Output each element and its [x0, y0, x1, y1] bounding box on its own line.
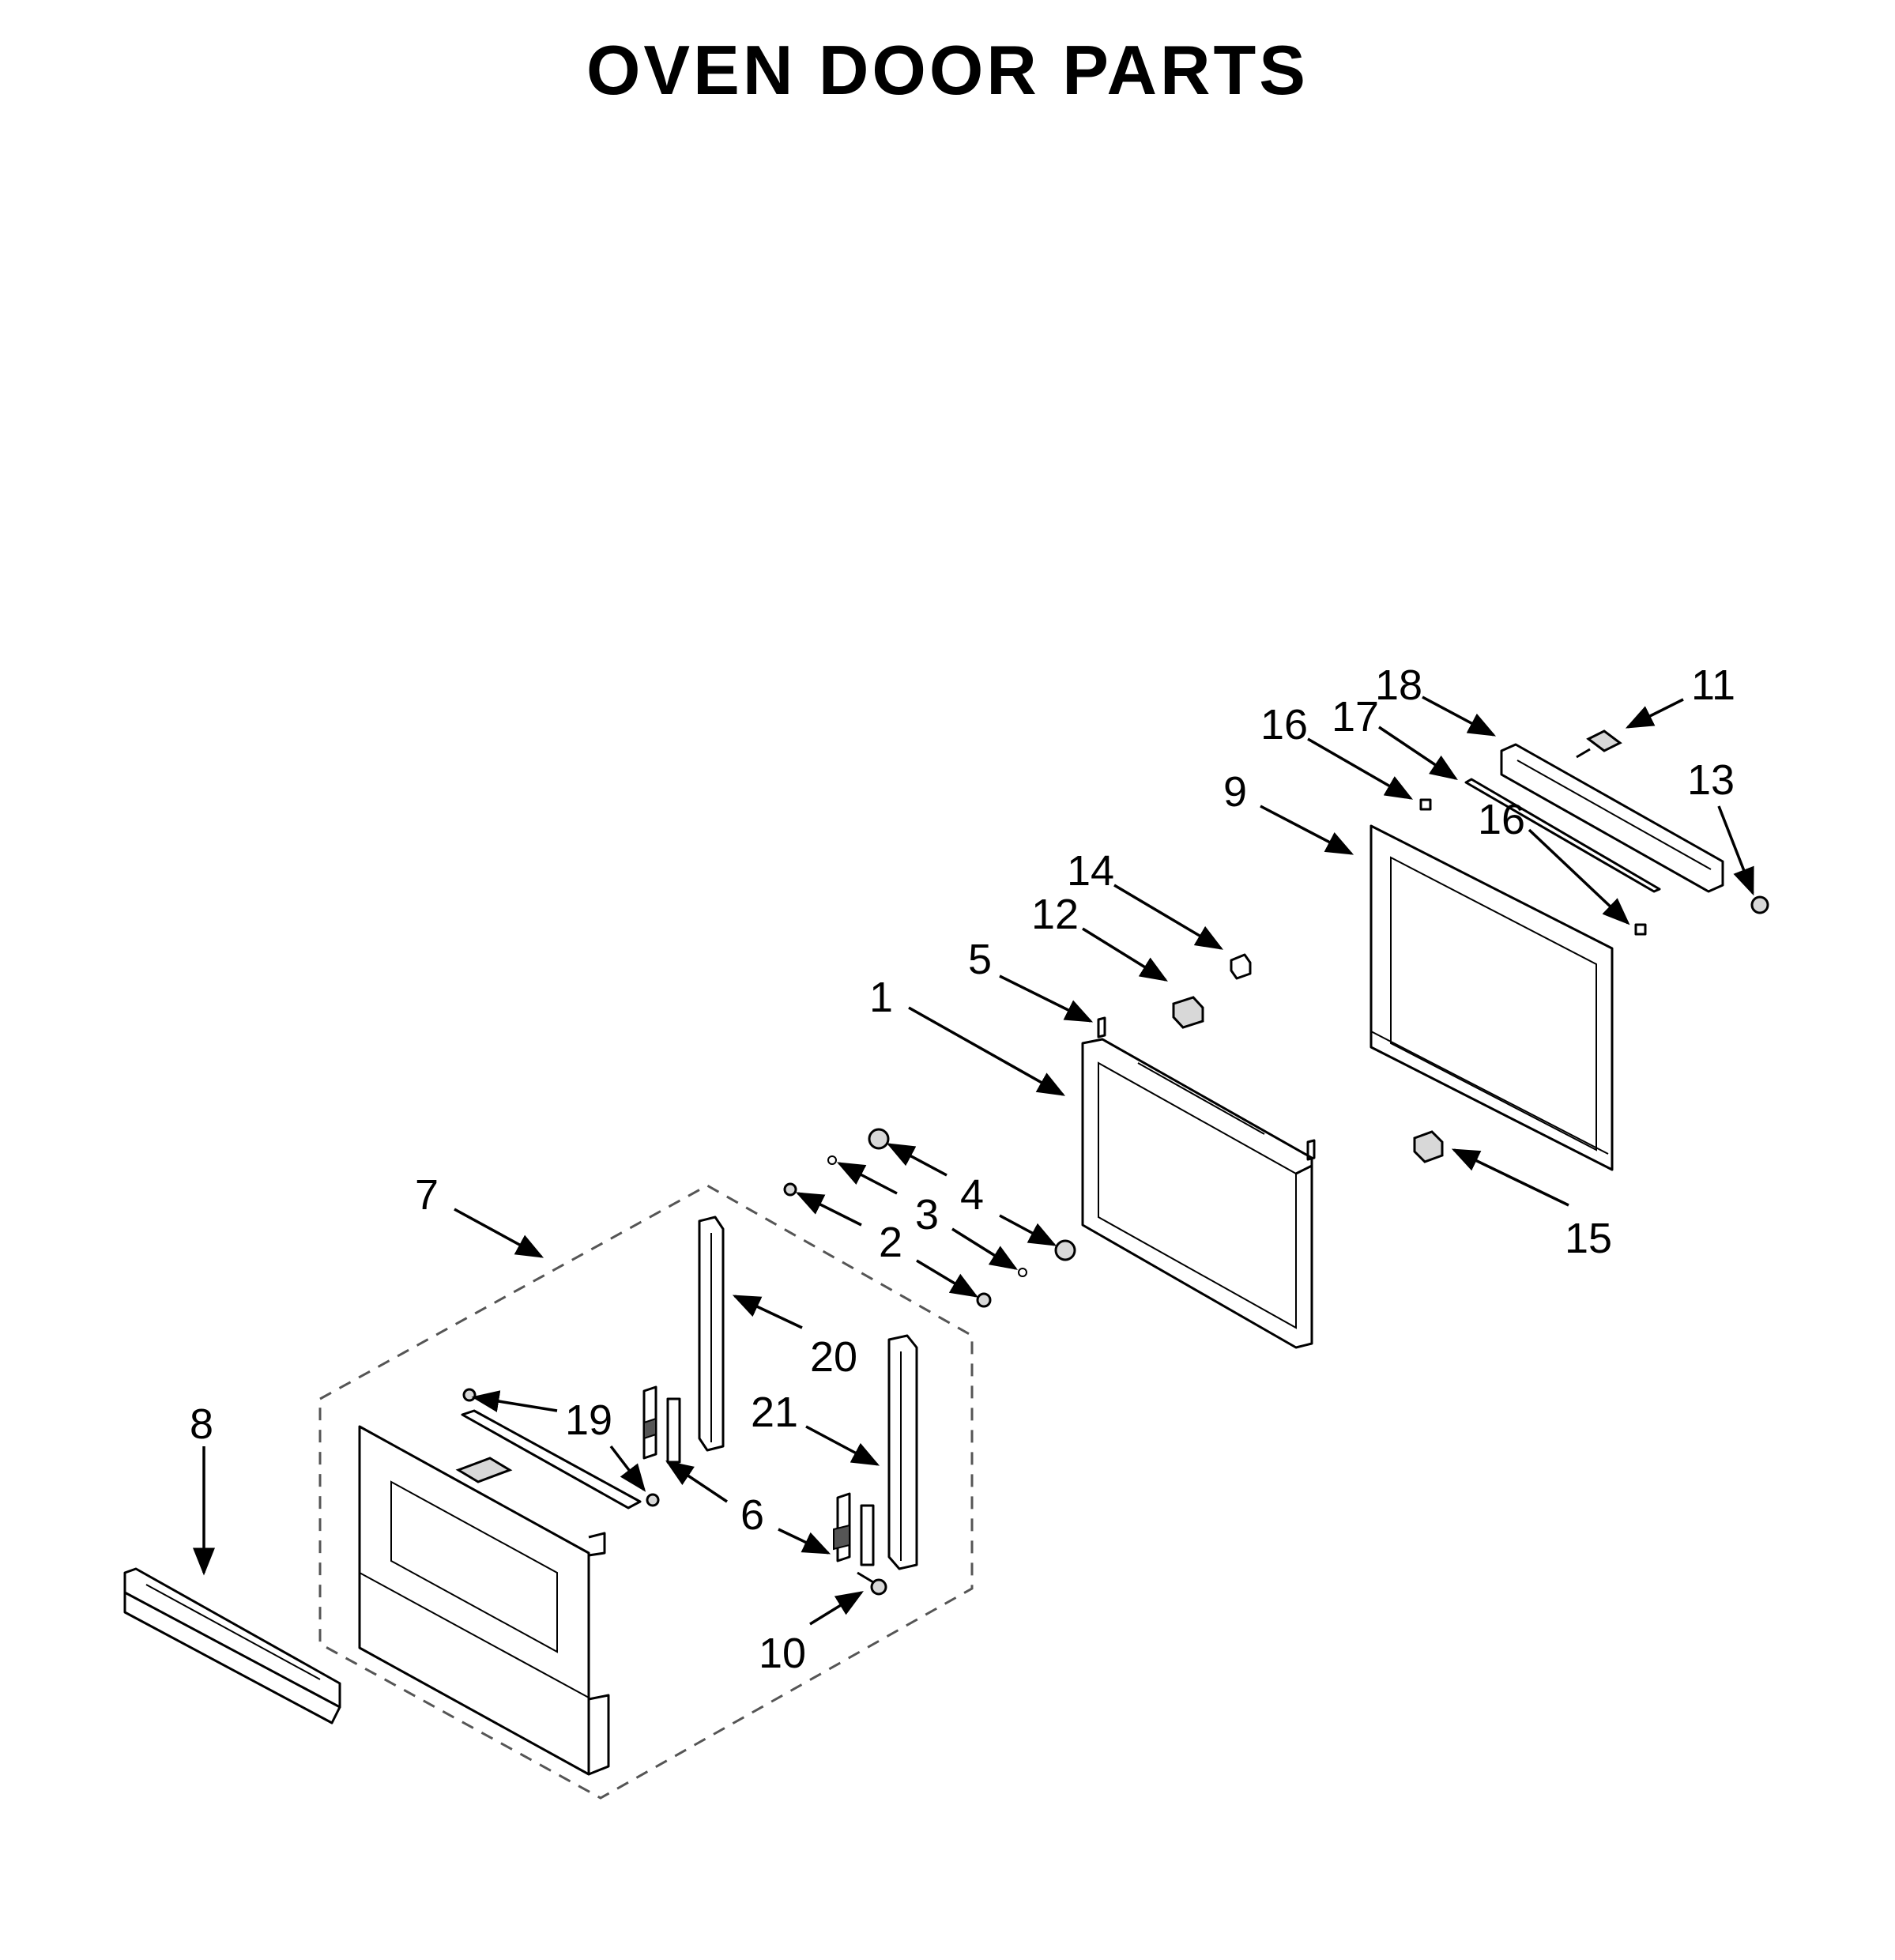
screw-10-part [857, 1571, 887, 1596]
hinge-channel-21-part [833, 1334, 918, 1570]
bushing-4b-part [1054, 1239, 1076, 1261]
callout-10: 10 [759, 1630, 806, 1677]
leader-6b [778, 1528, 831, 1555]
callout-21: 21 [751, 1389, 798, 1436]
callout-6: 6 [740, 1491, 764, 1539]
leader-9 [1260, 805, 1354, 855]
callout-9: 9 [1223, 768, 1247, 816]
callout-17: 17 [1332, 693, 1379, 741]
washer-19-part [462, 1388, 477, 1402]
leader-10 [809, 1591, 864, 1626]
callout-18: 18 [1375, 662, 1422, 709]
callout-12: 12 [1031, 891, 1079, 938]
washer-3a-part [827, 1155, 837, 1165]
leader-1 [908, 1006, 1066, 1096]
leader-17 [1378, 726, 1458, 780]
bottom-trim-part [123, 1567, 341, 1724]
leader-14 [1113, 884, 1224, 950]
leader-3b [951, 1227, 1018, 1270]
pad-16b-part [1634, 923, 1647, 936]
vent-channel-18-part [1500, 743, 1724, 893]
leader-2b [916, 1259, 979, 1298]
callout-4: 4 [960, 1171, 984, 1219]
leader-21 [805, 1425, 880, 1466]
washer-3b-part [1018, 1268, 1027, 1277]
hinge-channel-20-part [642, 1216, 725, 1464]
leader-16b [1528, 828, 1630, 925]
door-strip-part [461, 1409, 642, 1510]
leader-3a [836, 1162, 898, 1195]
leader-16a [1307, 737, 1414, 800]
strip-17-part [1464, 778, 1661, 893]
callout-16a: 16 [1260, 701, 1308, 748]
callout-20: 20 [810, 1333, 857, 1381]
callout-1: 1 [869, 974, 893, 1021]
screw-13-part [1750, 895, 1769, 914]
leader-6a [665, 1461, 728, 1503]
page-title: OVEN DOOR PARTS [586, 31, 1309, 109]
leader-4b [999, 1214, 1057, 1246]
callout-11: 11 [1691, 662, 1735, 709]
leader-13 [1717, 805, 1754, 896]
washer-19b-part [646, 1493, 660, 1507]
leader-2a [795, 1192, 862, 1227]
callout-16b: 16 [1478, 796, 1525, 843]
callout-2: 2 [879, 1219, 902, 1266]
bushing-4a-part [868, 1128, 890, 1150]
pad-16a-part [1419, 798, 1432, 811]
leader-4a [886, 1143, 948, 1177]
leader-5 [999, 974, 1094, 1023]
window-frame-part [1369, 824, 1614, 1171]
callout-15: 15 [1565, 1215, 1612, 1262]
leader-19a [471, 1390, 558, 1412]
callout-13: 13 [1687, 756, 1735, 804]
leader-15 [1451, 1148, 1569, 1207]
outer-door-panel-part [358, 1425, 610, 1776]
screw-11-part [1576, 729, 1622, 759]
callout-19: 19 [565, 1396, 612, 1444]
inner-door-frame-part [1081, 1038, 1313, 1349]
nut-2a-part [783, 1182, 797, 1197]
callout-7: 7 [415, 1171, 439, 1219]
leader-12 [1082, 927, 1168, 982]
leader-7 [454, 1208, 544, 1258]
clip-5b-part [1306, 1139, 1316, 1161]
leader-18 [1422, 695, 1497, 737]
callout-5: 5 [968, 936, 992, 983]
leader-11 [1625, 698, 1684, 729]
latch-15-part [1413, 1130, 1444, 1163]
door-assembly-outline [318, 1184, 974, 1800]
callout-3: 3 [915, 1191, 939, 1238]
leader-20 [732, 1295, 803, 1329]
nut-2b-part [976, 1292, 992, 1308]
callout-8: 8 [190, 1400, 213, 1448]
callout-14: 14 [1067, 847, 1114, 895]
bracket-14-part [1230, 953, 1252, 980]
clip-5-part [1097, 1016, 1106, 1038]
latch-12-part [1172, 996, 1204, 1029]
leader-19b [609, 1445, 646, 1492]
